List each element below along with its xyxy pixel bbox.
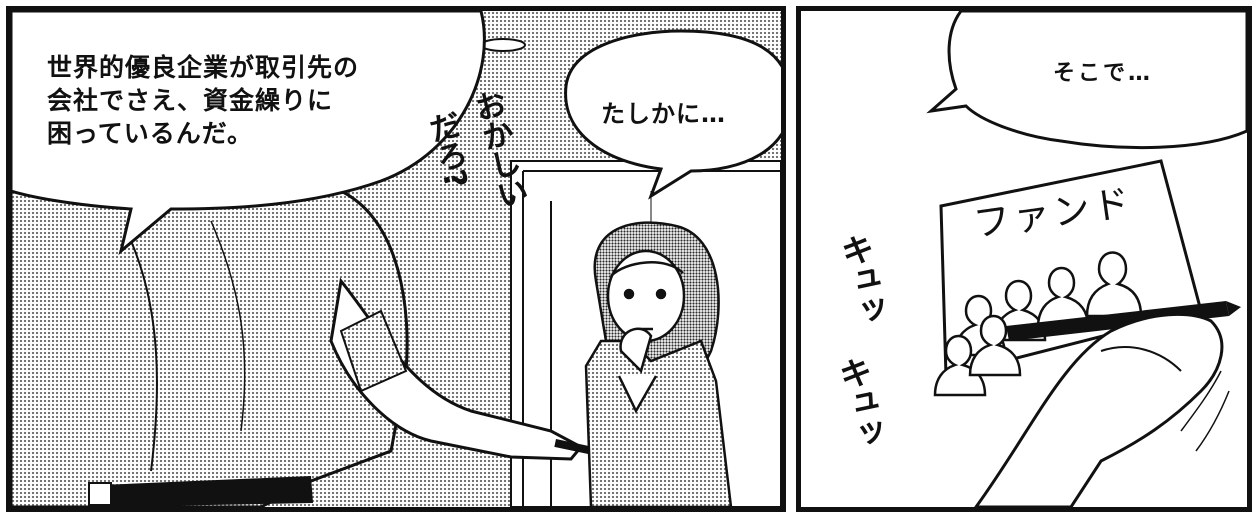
marker-pen	[1006, 301, 1229, 341]
speech-main-line-3: 困っているんだ。	[47, 119, 254, 148]
manga-panel-right: そこで… ファンド キュッ キュッ	[796, 6, 1252, 512]
woman-figure	[584, 221, 733, 507]
speech-main-line-2: 会社でさえ、資金繰りに	[47, 86, 334, 115]
ceiling-light	[480, 38, 526, 52]
speech-main-line-1: 世界的優良企業が取引先の	[47, 53, 360, 82]
manga-panel-left: 世界的優良企業が取引先の 会社でさえ、資金繰りに 困っているんだ。 おかしい だ…	[6, 6, 786, 512]
panel-left-art	[11, 11, 781, 507]
marker-pen	[554, 438, 596, 456]
speech-woman-text: たしかに…	[601, 100, 726, 128]
speech-right-text: そこで…	[1053, 61, 1154, 86]
panel-right-art	[926, 11, 1247, 507]
hand-drawing	[974, 313, 1224, 507]
speech-bubble-main	[11, 11, 486, 256]
belt	[101, 476, 313, 507]
speech-bubble-woman	[564, 29, 781, 200]
speech-main-text: 世界的優良企業が取引先の 会社でさえ、資金繰りに 困っているんだ。	[47, 51, 359, 150]
crowd-drawing	[933, 251, 1143, 397]
speech-bubble-right	[926, 11, 1247, 150]
